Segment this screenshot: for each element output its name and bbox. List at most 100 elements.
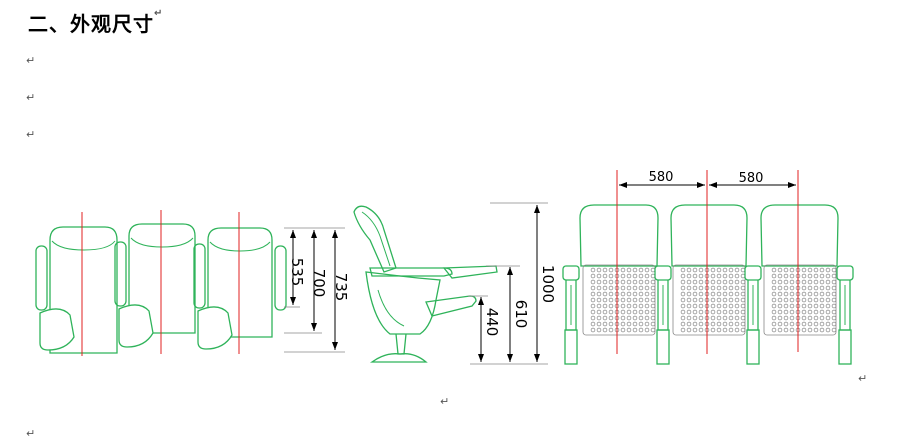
ventilation-hole <box>686 297 692 303</box>
ventilation-hole <box>698 285 704 291</box>
ventilation-hole <box>801 279 807 285</box>
ventilation-hole <box>686 267 692 273</box>
side-foot <box>369 353 428 363</box>
ventilation-hole <box>626 327 632 333</box>
ventilation-hole <box>831 327 837 333</box>
ventilation-hole <box>831 309 837 315</box>
ventilation-hole <box>620 297 626 303</box>
seat-top-view <box>128 223 196 334</box>
ventilation-hole <box>825 291 831 297</box>
ventilation-hole <box>777 303 783 309</box>
ventilation-hole <box>608 285 614 291</box>
ventilation-hole <box>650 303 656 309</box>
ventilation-hole <box>734 285 740 291</box>
ventilation-hole <box>819 309 825 315</box>
ventilation-hole <box>644 285 650 291</box>
ventilation-hole <box>596 315 602 321</box>
ventilation-hole <box>638 315 644 321</box>
ventilation-hole <box>590 285 596 291</box>
ventilation-hole <box>819 273 825 279</box>
ventilation-hole <box>692 321 698 327</box>
ventilation-hole <box>590 327 596 333</box>
ventilation-hole <box>716 291 722 297</box>
ventilation-hole <box>692 279 698 285</box>
ventilation-hole <box>789 321 795 327</box>
ventilation-hole <box>819 291 825 297</box>
ventilation-hole <box>825 309 831 315</box>
ventilation-hole <box>813 327 819 333</box>
ventilation-hole <box>644 303 650 309</box>
ventilation-hole <box>771 273 777 279</box>
dimension-label: 440 <box>483 308 501 337</box>
ventilation-hole <box>590 279 596 285</box>
ventilation-hole <box>789 273 795 279</box>
front-leg <box>744 265 762 365</box>
ventilation-hole <box>692 291 698 297</box>
seat-top-view <box>49 226 118 354</box>
ventilation-hole <box>771 285 777 291</box>
ventilation-hole <box>698 321 704 327</box>
seat-backrest-line <box>209 241 271 252</box>
ventilation-hole <box>650 291 656 297</box>
ventilation-hole <box>819 279 825 285</box>
ventilation-hole <box>692 273 698 279</box>
ventilation-hole <box>722 285 728 291</box>
dimension-label: 535 <box>288 258 306 287</box>
ventilation-hole <box>831 273 837 279</box>
ventilation-hole <box>825 297 831 303</box>
ventilation-hole <box>680 279 686 285</box>
ventilation-hole <box>819 297 825 303</box>
ventilation-hole <box>783 273 789 279</box>
side-backrest-line <box>361 211 391 267</box>
ventilation-hole <box>801 267 807 273</box>
ventilation-hole <box>807 273 813 279</box>
ventilation-hole <box>632 285 638 291</box>
ventilation-hole <box>602 273 608 279</box>
ventilation-hole <box>608 273 614 279</box>
ventilation-hole <box>686 291 692 297</box>
ventilation-hole <box>783 291 789 297</box>
paragraph-mark-icon: ↵ <box>26 128 36 141</box>
ventilation-hole <box>698 315 704 321</box>
ventilation-hole <box>716 273 722 279</box>
ventilation-hole <box>638 309 644 315</box>
ventilation-hole <box>608 267 614 273</box>
ventilation-hole <box>650 279 656 285</box>
ventilation-hole <box>740 315 746 321</box>
ventilation-hole <box>608 303 614 309</box>
front-backrest <box>760 204 839 267</box>
ventilation-hole <box>632 297 638 303</box>
ventilation-hole <box>686 315 692 321</box>
ventilation-hole <box>807 297 813 303</box>
ventilation-hole <box>813 309 819 315</box>
ventilation-hole <box>698 303 704 309</box>
ventilation-hole <box>596 297 602 303</box>
ventilation-hole <box>716 327 722 333</box>
ventilation-hole <box>789 267 795 273</box>
ventilation-hole <box>710 285 716 291</box>
ventilation-hole <box>626 285 632 291</box>
ventilation-hole <box>644 279 650 285</box>
ventilation-hole <box>740 273 746 279</box>
tablet-arm <box>118 304 154 348</box>
ventilation-hole <box>686 303 692 309</box>
ventilation-hole <box>801 327 807 333</box>
ventilation-hole <box>716 303 722 309</box>
ventilation-hole <box>602 285 608 291</box>
ventilation-hole <box>819 327 825 333</box>
ventilation-hole <box>590 291 596 297</box>
ventilation-hole <box>716 267 722 273</box>
ventilation-hole <box>722 297 728 303</box>
ventilation-hole <box>777 285 783 291</box>
ventilation-hole <box>740 327 746 333</box>
ventilation-hole <box>825 321 831 327</box>
ventilation-hole <box>722 321 728 327</box>
ventilation-hole <box>722 291 728 297</box>
ventilation-hole <box>590 309 596 315</box>
ventilation-hole <box>710 291 716 297</box>
ventilation-hole <box>734 327 740 333</box>
ventilation-hole <box>831 321 837 327</box>
front-backrest <box>670 204 748 267</box>
ventilation-hole <box>590 297 596 303</box>
ventilation-hole <box>771 303 777 309</box>
